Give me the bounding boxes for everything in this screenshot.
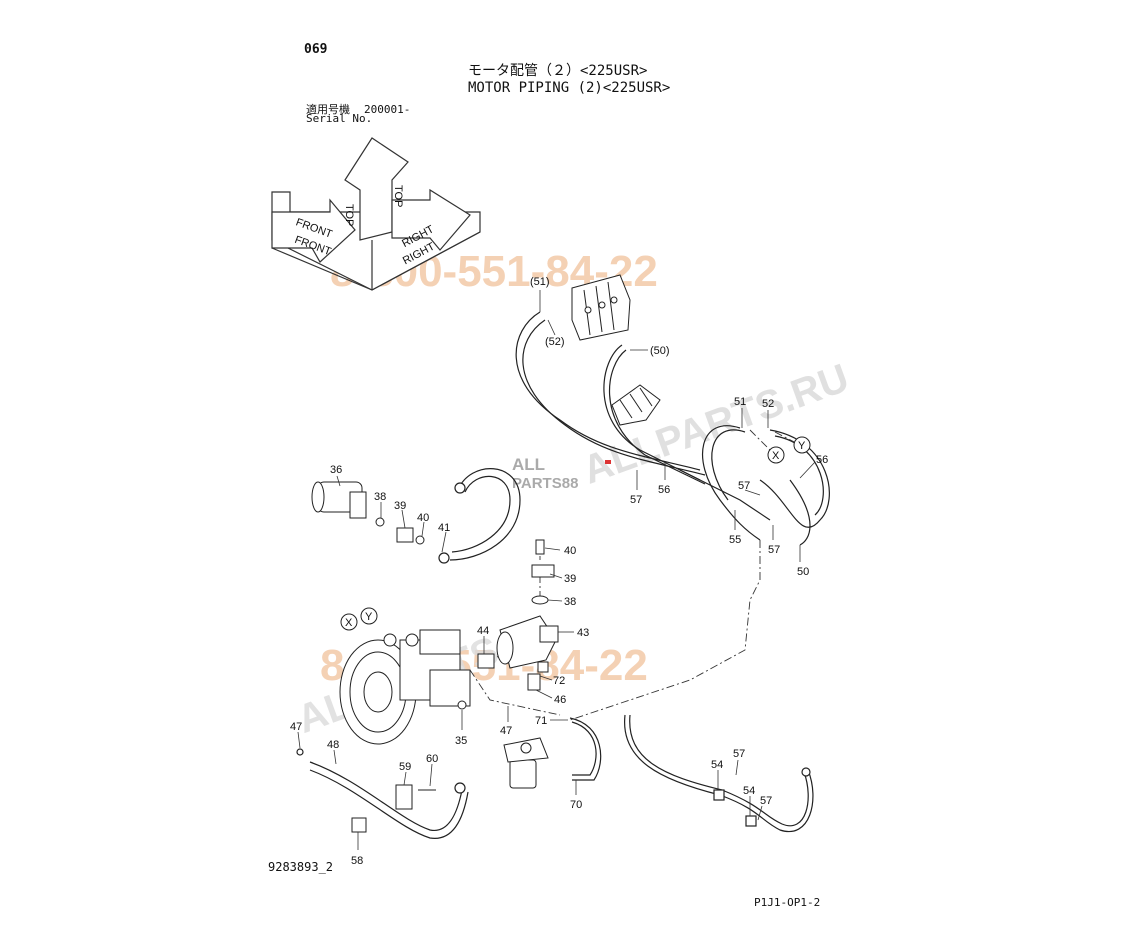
callout-36: 36 [330, 464, 342, 476]
callout-55: 55 [729, 534, 741, 546]
right-arrow-icon [391, 188, 471, 251]
callout-51: 51 [734, 396, 746, 408]
callout-40-upper: 40 [417, 512, 429, 524]
callout-46: 46 [554, 694, 566, 706]
callout-leaders [297, 290, 816, 850]
callout-57-upper: 57 [738, 480, 750, 492]
callout-39-upper: 39 [394, 500, 406, 512]
callout-57-hose-lower: 57 [760, 795, 772, 807]
serial-label-jp: 適用号機 200001- [306, 101, 410, 117]
hose-48 [296, 748, 469, 839]
sheet-code: P1J1-OP1-2 [754, 896, 821, 909]
callout-56-right: 56 [816, 454, 828, 466]
callout-39-lower: 39 [564, 573, 576, 585]
page-code: 069 [304, 42, 328, 57]
callout-71: 71 [535, 715, 547, 727]
callout-56-center: 56 [658, 484, 670, 496]
callout-51-ref: (51) [530, 276, 550, 288]
callout-52: 52 [762, 398, 774, 410]
marker-x2-label: X [345, 617, 353, 629]
callout-44: 44 [477, 625, 489, 637]
red-mark [605, 460, 611, 464]
callout-57-center: 57 [630, 494, 642, 506]
callout-54-upper: 54 [711, 759, 723, 771]
control-valve-upper [571, 274, 631, 341]
orientation-indicator [271, 137, 481, 291]
callout-50: 50 [797, 566, 809, 578]
callout-38-lower: 38 [564, 596, 576, 608]
front-arrow-icon [271, 198, 356, 263]
callout-57-hose-upper: 57 [733, 748, 745, 760]
title-english: MOTOR PIPING (2)<225USR> [468, 80, 671, 96]
pipe-41 [438, 468, 521, 564]
callout-41: 41 [438, 522, 450, 534]
marker-x1-label: X [772, 450, 780, 462]
filter-36 [311, 481, 385, 527]
clamp-59 [351, 784, 436, 833]
callout-54-lower: 54 [743, 785, 755, 797]
callout-60: 60 [426, 753, 438, 765]
logo-watermark-line2: PARTS88 [512, 475, 578, 492]
callout-43: 43 [577, 627, 589, 639]
top-label: TOP [343, 204, 355, 226]
callout-59: 59 [399, 761, 411, 773]
filter-70 [503, 737, 549, 789]
pipe-70 [569, 717, 602, 781]
callout-58: 58 [351, 855, 363, 867]
hose-54 [624, 714, 814, 833]
marker-x1: X [767, 446, 785, 464]
motor-43 [477, 615, 559, 691]
logo-watermark-line1: ALL [512, 455, 545, 474]
callout-57-lower: 57 [768, 544, 780, 556]
top-label-2: TOP [392, 185, 404, 207]
title-japanese: モータ配管（２）<225USR> [468, 63, 648, 79]
marker-y2-label: Y [365, 611, 373, 623]
callout-47-center: 47 [500, 725, 512, 737]
control-valve-mid [611, 384, 661, 426]
serial-number: 200001- [364, 103, 411, 116]
callout-35: 35 [455, 735, 467, 747]
marker-y1-label: Y [798, 440, 806, 452]
serial-label-jp-text: 適用号機 [306, 103, 350, 116]
marker-y1: Y [793, 436, 811, 454]
hoses-upper [515, 311, 830, 546]
drawing-id: 9283893_2 [268, 860, 334, 874]
serial-label-en: Serial No. [306, 112, 373, 125]
main-pump [339, 629, 471, 745]
callout-47-left: 47 [290, 721, 302, 733]
callout-72: 72 [553, 675, 565, 687]
callout-40-lower: 40 [564, 545, 576, 557]
callout-38-upper: 38 [374, 491, 386, 503]
site-watermark: ALLPARTS.RU [577, 356, 854, 493]
callout-52-ref: (52) [545, 336, 565, 348]
callout-70: 70 [570, 799, 582, 811]
marker-y2: Y [360, 607, 378, 625]
callout-50-ref: (50) [650, 345, 670, 357]
marker-x2: X [340, 613, 358, 631]
fitting-39 [396, 527, 555, 605]
callout-48: 48 [327, 739, 339, 751]
